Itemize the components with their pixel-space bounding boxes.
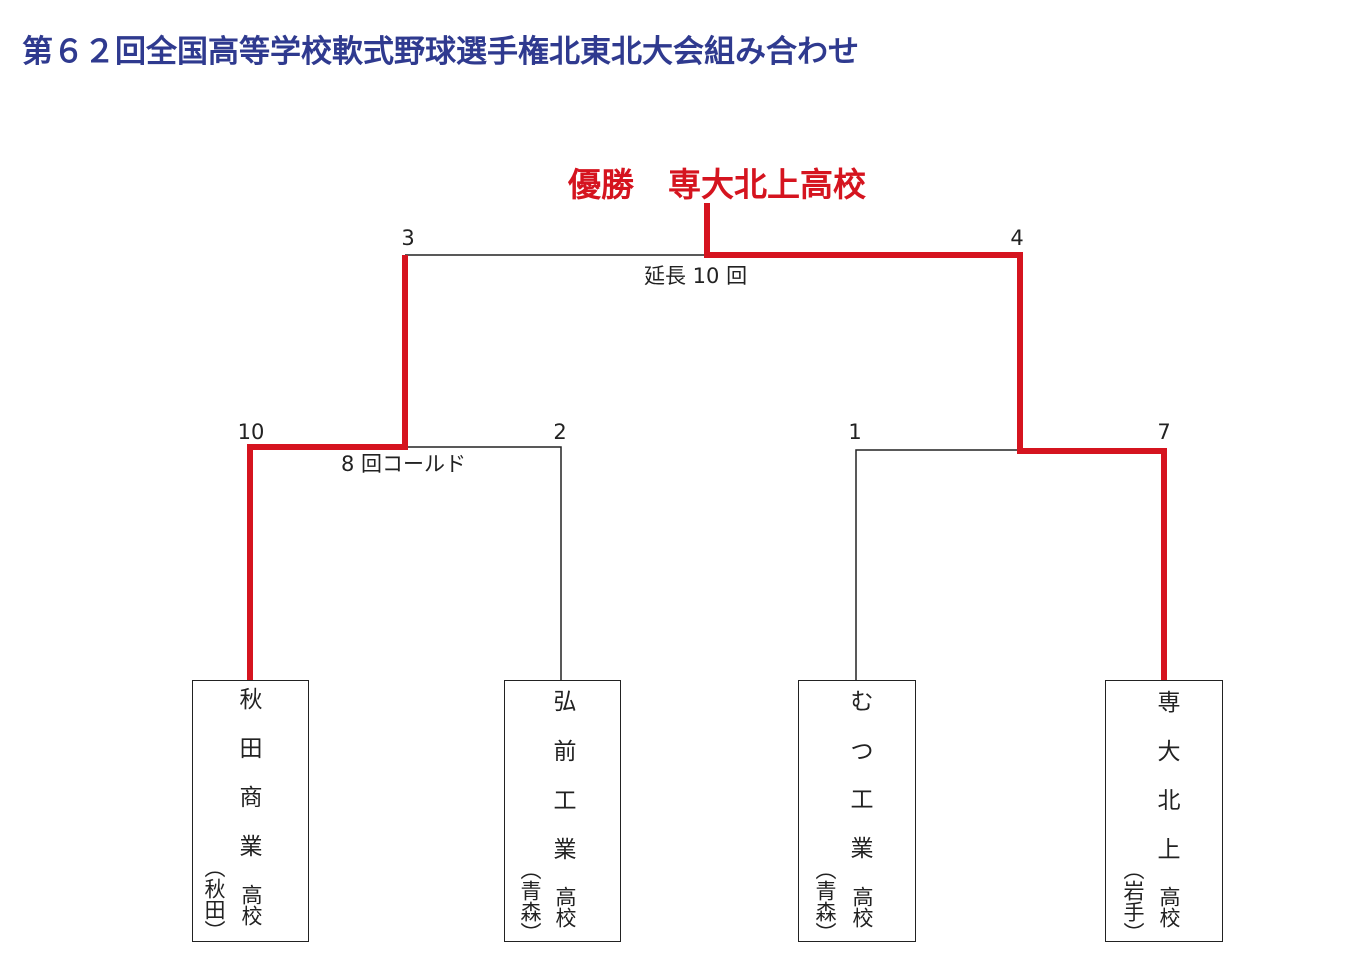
team-name-char: つ (850, 739, 874, 765)
team-prefecture: （青森） (813, 859, 837, 943)
team-name-char: 業 (239, 834, 263, 860)
team-name-char: 上 (1157, 837, 1181, 863)
champion-banner: 優勝専大北上高校 (568, 158, 866, 206)
champion-label: 優勝 (568, 165, 634, 204)
team-prefecture: （青森） (518, 859, 542, 943)
team-box: む つ 工 業 （青森） 高校 (798, 680, 916, 943)
bracket-winner-lines (247, 203, 1167, 681)
champion-name: 専大北上高校 (668, 165, 866, 204)
team-name-char: 商 (239, 785, 263, 811)
team-box: 秋 田 商 業 （秋田） 高校 (192, 680, 309, 942)
team-name-char: む (850, 689, 874, 715)
team-name-char: 前 (553, 739, 577, 765)
team-prefecture: （秋田） (202, 857, 226, 941)
final-left-score: 3 (401, 226, 415, 250)
team-school-suffix: 高校 (553, 886, 577, 928)
team-box: 弘 前 工 業 （青森） 高校 (504, 680, 621, 943)
semi2-left-line (855, 449, 1019, 680)
final-right-score: 4 (1010, 226, 1024, 250)
team-school-suffix: 高校 (850, 886, 874, 928)
team-box: 専 大 北 上 （岩手） 高校 (1105, 680, 1223, 943)
final-note: 延長 10 回 (644, 264, 748, 288)
team-name-char: 業 (850, 836, 874, 862)
team-name-char: 大 (1157, 739, 1181, 765)
team-name-char: 北 (1157, 788, 1181, 814)
bracket-loser-lines (405, 254, 1019, 680)
semi1-right-line (405, 446, 562, 680)
winner-path-right (704, 203, 1167, 681)
team-school-suffix: 高校 (1157, 886, 1181, 928)
team-name-char: 業 (553, 837, 577, 863)
team-name-char: 弘 (553, 689, 577, 715)
page-title: 第６２回全国高等学校軟式野球選手権北東北大会組み合わせ (22, 34, 859, 70)
semi1-left-score: 10 (237, 420, 265, 444)
team-name-char: 工 (553, 788, 577, 814)
winner-path-left (247, 255, 408, 680)
semi2-left-score: 1 (848, 420, 862, 444)
team-name-char: 工 (850, 787, 874, 813)
semi1-right-score: 2 (553, 420, 567, 444)
team-name-char: 秋 (239, 687, 263, 713)
team-name-char: 田 (239, 736, 263, 762)
team-school-suffix: 高校 (239, 884, 263, 926)
semi2-right-score: 7 (1157, 420, 1171, 444)
semi1-note: 8 回コールド (341, 452, 467, 476)
team-name-char: 専 (1157, 690, 1181, 716)
team-prefecture: （岩手） (1121, 859, 1145, 943)
